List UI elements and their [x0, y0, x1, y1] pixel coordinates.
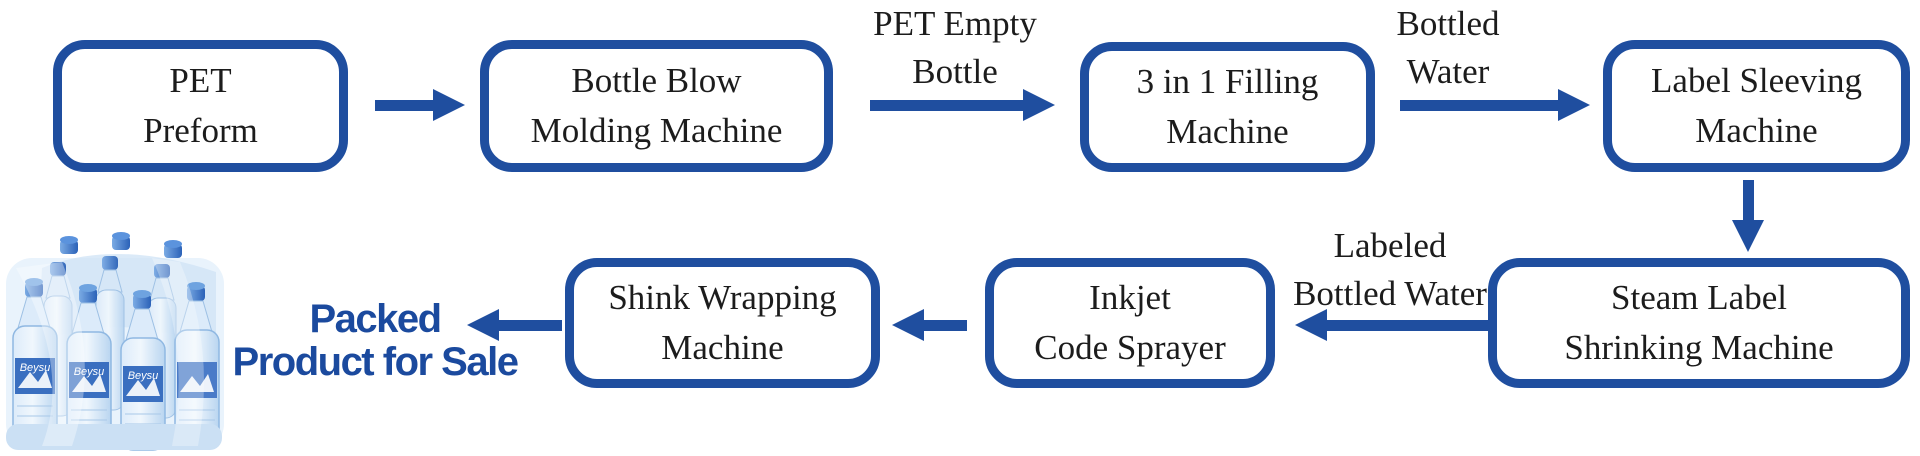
arrow-head-down-icon: [1732, 220, 1764, 252]
end-label-line: Packed: [309, 297, 442, 341]
node-label-sleeving-machine: Label Sleeving Machine: [1603, 40, 1910, 172]
arrow-stem: [924, 319, 967, 331]
edge-label-line: Bottled Water: [1293, 274, 1487, 313]
arrow-stem: [1742, 180, 1754, 220]
node-label-line: Inkjet: [1089, 278, 1171, 317]
node-label-line: Machine: [1166, 112, 1289, 151]
node-label-line: 3 in 1 Filling: [1136, 62, 1319, 101]
node-label-line: Machine: [661, 328, 784, 367]
node-bottle-blow-molding-machine: Bottle Blow Molding Machine: [480, 40, 833, 172]
node-inkjet-code-sprayer: Inkjet Code Sprayer: [985, 258, 1275, 388]
node-label-line: Preform: [143, 111, 258, 150]
arrow-head-left-icon: [1295, 309, 1327, 341]
front-row-bottles: Beysu Beysu: [12, 278, 220, 451]
arrow-sleeving-to-steam-shrinking-icon: [1731, 180, 1765, 252]
arrow-stem: [1327, 319, 1488, 331]
node-label-line: Molding Machine: [530, 111, 783, 150]
end-label-line: Product for Sale: [232, 340, 519, 384]
arrow-stem: [375, 99, 433, 111]
arrow-head-right-icon: [1558, 89, 1590, 121]
packed-bottles-illustration: Beysu Beysu: [6, 232, 224, 451]
arrow-blow-molding-to-filling-icon: [870, 89, 1055, 121]
packed-product-for-sale-label: Packed Product for Sale: [222, 298, 528, 384]
node-steam-label-shrinking-machine: Steam Label Shrinking Machine: [1488, 258, 1910, 388]
edge-label-labeled-bottled-water: Labeled Bottled Water: [1255, 222, 1525, 318]
arrow-stem: [870, 99, 1023, 111]
arrow-filling-to-sleeving-icon: [1400, 89, 1590, 121]
arrow-head-left-icon: [892, 309, 924, 341]
edge-label-line: Water: [1406, 52, 1490, 91]
edge-label-line: Labeled: [1333, 226, 1447, 265]
node-label-line: Bottle Blow: [571, 61, 742, 100]
packed-bottles-image: Beysu Beysu: [2, 228, 230, 454]
edge-label-line: PET Empty: [873, 4, 1037, 43]
node-label-line: Steam Label: [1611, 278, 1787, 317]
edge-label-line: Bottle: [912, 52, 998, 91]
arrow-preform-to-blow-molding-icon: [375, 89, 465, 121]
node-label-line: Shrinking Machine: [1564, 328, 1834, 367]
node-label-line: PET: [169, 61, 232, 100]
arrow-stem: [499, 319, 562, 331]
edge-label-bottled-water: Bottled Water: [1330, 0, 1566, 96]
arrow-head-right-icon: [1023, 89, 1055, 121]
node-3-in-1-filling-machine: 3 in 1 Filling Machine: [1080, 42, 1375, 172]
node-label-line: Machine: [1695, 111, 1818, 150]
bottle-brand-text: Beysu: [128, 370, 159, 382]
bottle-brand-text: Beysu: [74, 366, 105, 378]
node-label-line: Shink Wrapping: [608, 278, 837, 317]
arrow-steam-shrinking-to-inkjet-icon: [1295, 309, 1488, 341]
arrow-inkjet-to-wrapping-icon: [892, 309, 967, 341]
arrow-wrapping-to-packed-product-icon: [467, 309, 562, 341]
bottle-brand-text: Beysu: [20, 362, 51, 374]
node-label-line: Code Sprayer: [1034, 328, 1226, 367]
edge-label-line: Bottled: [1396, 4, 1500, 43]
node-shrink-wrapping-machine: Shink Wrapping Machine: [565, 258, 880, 388]
node-label-line: Label Sleeving: [1651, 61, 1862, 100]
arrow-head-right-icon: [433, 89, 465, 121]
arrow-stem: [1400, 99, 1558, 111]
arrow-head-left-icon: [467, 309, 499, 341]
node-pet-preform: PET Preform: [53, 40, 348, 172]
edge-label-pet-empty-bottle: PET Empty Bottle: [830, 0, 1080, 96]
